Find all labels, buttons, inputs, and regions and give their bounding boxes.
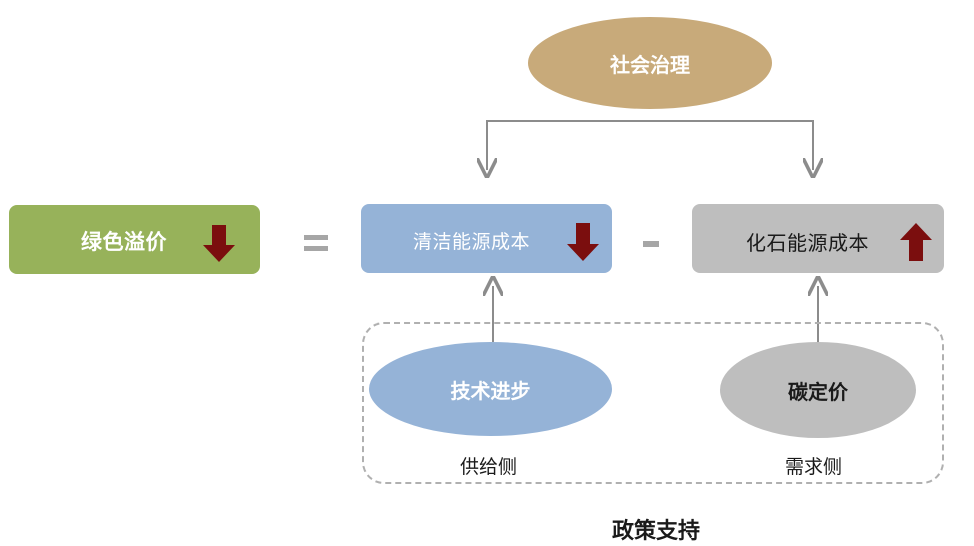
- clean-energy-cost-label: 清洁能源成本: [413, 231, 531, 253]
- policy-support-region: [362, 322, 944, 484]
- social-governance-node: 社会治理: [528, 17, 772, 109]
- green-premium-label: 绿色溢价: [81, 230, 167, 254]
- equals-sign-top-bar: [304, 235, 328, 240]
- carbon-price-label: 碳定价: [788, 379, 848, 404]
- tech-progress-label: 技术进步: [450, 378, 531, 403]
- fossil-energy-cost-label: 化石能源成本: [746, 231, 869, 255]
- carbon-price-node: 碳定价: [720, 342, 916, 438]
- green-premium-box: 绿色溢价: [9, 205, 260, 274]
- social-governance-label: 社会治理: [610, 52, 690, 77]
- social-governance-connector: [486, 120, 814, 170]
- tech-progress-node: 技术进步: [369, 342, 612, 436]
- fossil-energy-cost-box: 化石能源成本: [692, 204, 944, 273]
- clean-energy-cost-box: 清洁能源成本: [361, 204, 612, 273]
- policy-support-caption: 政策支持: [612, 519, 701, 544]
- supply-side-caption: 供给侧: [460, 456, 518, 478]
- demand-side-caption: 需求侧: [785, 456, 843, 478]
- down-arrow-icon: [567, 223, 599, 261]
- minus-sign: [643, 241, 659, 247]
- down-arrow-icon: [203, 225, 235, 262]
- up-arrow-icon: [900, 223, 932, 261]
- equals-sign-bottom-bar: [304, 246, 328, 251]
